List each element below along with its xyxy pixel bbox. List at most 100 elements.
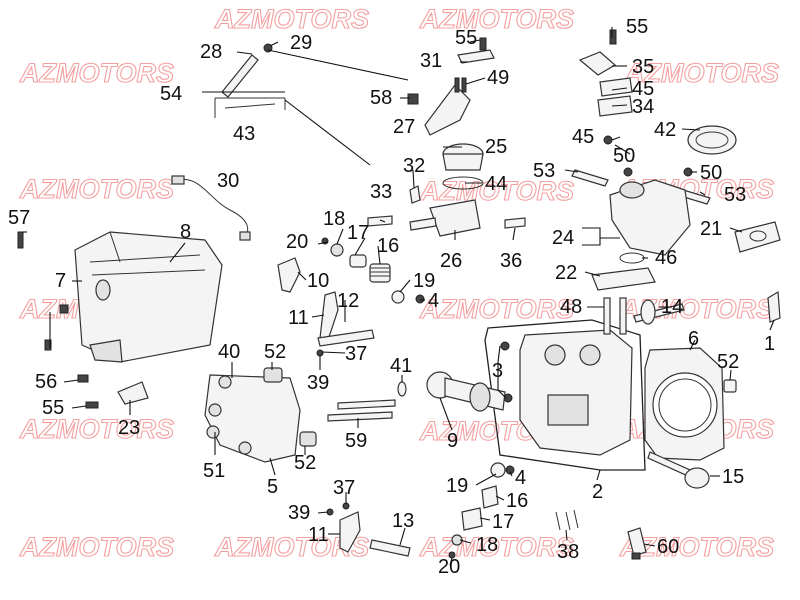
bolt-drawing bbox=[59, 304, 69, 314]
callout-3: 3 bbox=[492, 360, 503, 382]
callout-25: 25 bbox=[485, 136, 507, 158]
callout-19: 19 bbox=[446, 475, 468, 497]
callout-60: 60 bbox=[657, 536, 679, 558]
bracket-drawing bbox=[214, 97, 286, 118]
callout-46: 46 bbox=[655, 247, 677, 269]
cover-tab bbox=[89, 339, 123, 363]
connector-drawing bbox=[171, 175, 185, 185]
injector-drawing bbox=[599, 77, 633, 97]
holder-bore bbox=[206, 425, 220, 439]
callout-12: 12 bbox=[337, 290, 359, 312]
bracket-drawing bbox=[457, 49, 495, 64]
wire-harness-drawing bbox=[177, 178, 249, 239]
callout-labels: 55 55 28 29 31 35 49 45 54 58 34 43 27 4… bbox=[8, 16, 775, 578]
callout-11: 11 bbox=[308, 524, 329, 546]
leader-lines bbox=[22, 27, 775, 566]
plug-drawing bbox=[500, 341, 510, 351]
callout-42: 42 bbox=[654, 119, 676, 141]
callout-21: 21 bbox=[700, 218, 722, 240]
bolt-drawing bbox=[454, 77, 460, 93]
callout-40: 40 bbox=[218, 341, 240, 363]
nut-drawing bbox=[316, 349, 324, 357]
watermark-text: AZMOTORS bbox=[19, 174, 174, 204]
intake-manifold-drawing bbox=[609, 179, 691, 256]
callout-48: 48 bbox=[560, 296, 582, 318]
callout-23: 23 bbox=[118, 417, 140, 439]
callout-17: 17 bbox=[347, 222, 369, 244]
callout-26: 26 bbox=[440, 250, 462, 272]
seal-drawing bbox=[490, 462, 506, 478]
callout-15: 15 bbox=[722, 466, 744, 488]
pin-drawing bbox=[619, 297, 627, 335]
callout-54: 54 bbox=[160, 83, 182, 105]
callout-57: 57 bbox=[8, 207, 30, 229]
callout-16: 16 bbox=[506, 490, 528, 512]
callout-30: 30 bbox=[217, 170, 239, 192]
spring-drawing bbox=[461, 507, 483, 531]
callout-13: 13 bbox=[392, 510, 414, 532]
callout-17: 17 bbox=[492, 511, 514, 533]
bolt-drawing bbox=[461, 77, 467, 93]
watermark-text: AZMOTORS bbox=[19, 532, 174, 562]
watermark-text: AZMOTORS bbox=[419, 4, 574, 34]
shaft-drawing bbox=[317, 329, 375, 347]
callout-29: 29 bbox=[290, 32, 312, 54]
callout-31: 31 bbox=[420, 50, 442, 72]
callout-49: 49 bbox=[487, 67, 509, 89]
thermostat-body bbox=[442, 153, 484, 171]
cylinder-head-outline bbox=[484, 319, 646, 471]
callout-37: 37 bbox=[333, 477, 355, 499]
callout-14: 14 bbox=[661, 296, 683, 318]
hose-drawing bbox=[221, 54, 259, 98]
pin-drawing bbox=[327, 411, 393, 422]
bolt-drawing bbox=[609, 29, 617, 45]
callout-45: 45 bbox=[572, 126, 594, 148]
callout-27: 27 bbox=[393, 116, 415, 138]
injector-drawing bbox=[578, 51, 617, 76]
valve-head bbox=[684, 467, 710, 489]
washer-drawing bbox=[397, 381, 407, 397]
oring-drawing bbox=[442, 176, 484, 190]
spark-plug-tip bbox=[631, 552, 641, 560]
sensor-drawing bbox=[367, 215, 393, 227]
callout-39: 39 bbox=[307, 372, 329, 394]
rocker-drawing bbox=[319, 291, 339, 341]
bolt-drawing bbox=[407, 93, 419, 105]
watermark-text: AZMOTORS bbox=[624, 58, 779, 88]
cam-lobe bbox=[469, 382, 491, 412]
dowel-drawing bbox=[263, 367, 283, 383]
spark-plug-drawing bbox=[627, 527, 647, 557]
callout-34: 34 bbox=[632, 96, 654, 118]
watermark-text: AZMOTORS bbox=[19, 58, 174, 88]
callout-55: 55 bbox=[626, 16, 648, 38]
callout-51: 51 bbox=[203, 460, 225, 482]
callout-53: 53 bbox=[724, 184, 746, 206]
callout-20: 20 bbox=[438, 556, 460, 578]
clip-drawing bbox=[117, 381, 149, 405]
bracket-drawing bbox=[767, 290, 781, 323]
spring-drawing bbox=[349, 254, 391, 283]
holder-bore bbox=[208, 403, 222, 417]
clamp-inner bbox=[695, 131, 729, 149]
callout-38: 38 bbox=[557, 541, 579, 563]
callout-45: 45 bbox=[632, 78, 654, 100]
callout-55: 55 bbox=[42, 397, 64, 419]
callout-11: 11 bbox=[288, 307, 309, 329]
bolt-drawing bbox=[44, 339, 52, 351]
seal-drawing bbox=[505, 465, 515, 475]
holder-bore bbox=[238, 441, 252, 455]
callout-6: 6 bbox=[688, 328, 699, 350]
oring-drawing bbox=[619, 252, 645, 264]
seal-drawing bbox=[391, 290, 405, 304]
sensor-drawing bbox=[409, 185, 421, 204]
gasket-bore bbox=[652, 372, 718, 438]
elbow-drawing bbox=[424, 84, 471, 136]
callout-55: 55 bbox=[455, 27, 477, 49]
parts-layer bbox=[17, 29, 781, 560]
watermark-text: AZMOTORS bbox=[214, 4, 369, 34]
callout-7: 7 bbox=[55, 270, 66, 292]
manifold-port bbox=[619, 181, 645, 199]
callout-20: 20 bbox=[286, 231, 308, 253]
callout-52: 52 bbox=[264, 341, 286, 363]
